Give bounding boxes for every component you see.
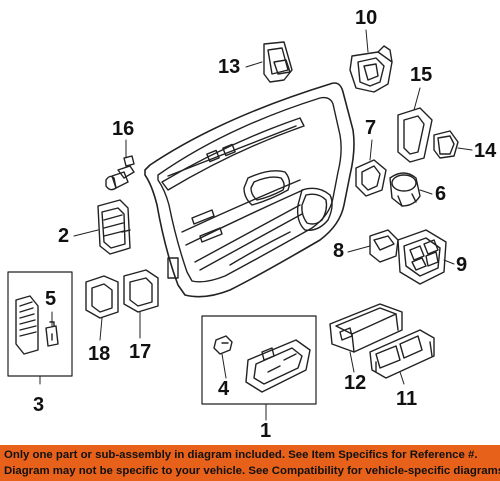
callout-6: 6 xyxy=(435,183,447,205)
callout-15: 15 xyxy=(410,64,433,86)
part-16-lamp-socket xyxy=(105,155,135,191)
part-17-switch xyxy=(123,269,159,313)
part-7-knob-bezel xyxy=(355,159,387,197)
callout-5: 5 xyxy=(45,288,57,310)
callout-13: 13 xyxy=(218,56,241,78)
callout-1: 1 xyxy=(260,420,272,442)
callout-9: 9 xyxy=(456,254,468,276)
part-1-switch-assembly xyxy=(245,339,311,393)
part-10-mirror-switch-housing xyxy=(349,45,393,93)
disclaimer-banner: Only one part or sub-assembly in diagram… xyxy=(0,445,500,481)
callout-16: 16 xyxy=(112,118,135,140)
part-12-switch-bezel xyxy=(329,303,403,353)
door-trim-panel xyxy=(144,82,355,298)
part-1-box xyxy=(201,315,317,405)
callout-4: 4 xyxy=(218,378,230,400)
callout-12: 12 xyxy=(344,372,367,394)
part-3-bulb-housing xyxy=(15,295,39,355)
part-3-box xyxy=(7,271,73,377)
callout-3: 3 xyxy=(33,394,45,416)
part-2-switch-panel xyxy=(97,199,131,255)
part-15-handle-bezel xyxy=(397,107,433,163)
callout-2: 2 xyxy=(58,225,70,247)
parts-diagram xyxy=(7,29,473,421)
disclaimer-line-2: Diagram may not be specific to your vehi… xyxy=(4,465,500,477)
part-5-bulb xyxy=(45,321,59,347)
disclaimer-line-1: Only one part or sub-assembly in diagram… xyxy=(4,449,478,461)
callout-7: 7 xyxy=(365,117,377,139)
part-8-switch xyxy=(369,229,399,263)
part-9-window-switch xyxy=(397,229,447,285)
part-18-switch xyxy=(85,275,119,319)
callout-17: 17 xyxy=(129,341,152,363)
callout-10: 10 xyxy=(355,7,378,29)
part-11-window-switch xyxy=(369,329,435,379)
leader-lines xyxy=(39,29,473,421)
callout-8: 8 xyxy=(333,240,345,262)
callout-14: 14 xyxy=(474,140,497,162)
part-4-bulb xyxy=(213,335,233,355)
part-14-small-switch xyxy=(433,130,459,159)
callout-11: 11 xyxy=(396,388,418,410)
callout-18: 18 xyxy=(88,343,111,365)
part-6-knob xyxy=(389,172,421,207)
part-13-switch-bezel xyxy=(263,41,293,83)
